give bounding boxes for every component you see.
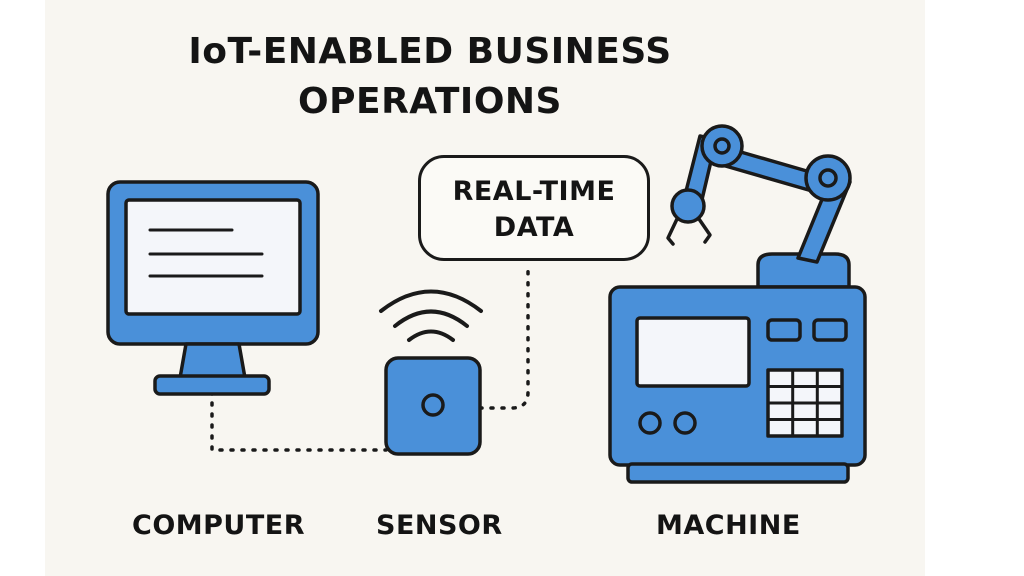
- connector-computer-sensor: [210, 390, 388, 452]
- computer-icon: [106, 180, 320, 396]
- callout-line1: REAL-TIME: [452, 176, 616, 207]
- realtime-data-callout: REAL-TIME DATA: [418, 155, 650, 261]
- diagram-title-line2: OPERATIONS: [298, 81, 562, 122]
- robot-arm-icon: [666, 124, 852, 289]
- connector-sensor-callout: [478, 262, 530, 410]
- sensor-label: SENSOR: [376, 510, 503, 541]
- machine-icon: [608, 285, 867, 484]
- machine-label: MACHINE: [656, 510, 801, 541]
- sensor-icon: [384, 356, 482, 456]
- wifi-icon: [379, 289, 483, 342]
- computer-label: COMPUTER: [132, 510, 306, 541]
- callout-line2: DATA: [493, 212, 575, 243]
- screen-text-lines-icon: [148, 228, 264, 278]
- diagram-title-line1: IoT-ENABLED BUSINESS: [188, 31, 672, 72]
